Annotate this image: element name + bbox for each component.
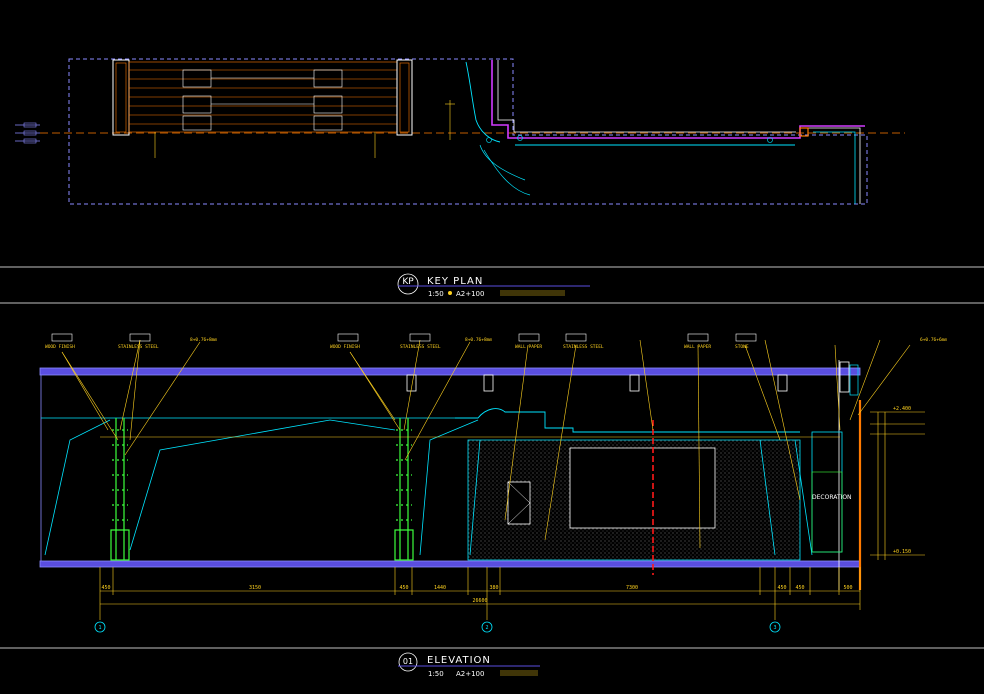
dim-9: 500 <box>843 585 852 591</box>
callout-steel-1: STAINLESS STEEL <box>118 344 159 350</box>
grid-axis-2: 2 <box>485 625 488 631</box>
elevation-scale: 1:50 <box>428 670 444 678</box>
plan-column-right <box>396 59 413 136</box>
plan-column-left <box>112 59 130 136</box>
ceiling-band <box>39 367 861 376</box>
elevation: DECORATION <box>0 333 984 678</box>
decoration-label: DECORATION <box>812 494 852 501</box>
glass-screen-left <box>44 419 479 556</box>
key-plan-scale: 1:50 <box>428 290 444 298</box>
dim-7: 450 <box>777 585 786 591</box>
level-mark-bottom: +0.150 <box>893 549 911 555</box>
callout-tags <box>51 333 757 342</box>
grid-axis-1: 1 <box>98 625 101 631</box>
dim-2: 3150 <box>249 585 261 591</box>
dim-total: 26600 <box>472 598 487 604</box>
dim-1: 450 <box>101 585 110 591</box>
dimension-chain <box>99 567 861 620</box>
elevation-title: ELEVATION <box>427 655 491 666</box>
steel-post-right <box>394 418 414 561</box>
dim-4: 1440 <box>434 585 446 591</box>
annotation-leaders <box>61 339 911 549</box>
callout-wallpaper-1: WALL PAPER <box>515 344 542 350</box>
key-plan-boundary <box>68 58 868 205</box>
grid-axis-bubbles <box>94 621 781 633</box>
elevation-sheet: A2+100 <box>456 670 484 678</box>
dim-6: 7300 <box>626 585 638 591</box>
plan-room-outline <box>465 60 865 204</box>
callout-glass-2: 8+0.76+8mm <box>465 337 492 343</box>
dim-3: 450 <box>399 585 408 591</box>
callout-stone: STONE <box>735 344 749 350</box>
callout-wood-2: WOOD FINISH <box>330 344 360 350</box>
key-plan-code: KP <box>402 277 414 287</box>
key-plan: KP KEY PLAN 1:50 A2+100 <box>0 58 984 304</box>
callout-wallpaper-2: WALL PAPER <box>684 344 711 350</box>
key-plan-sheet: A2+100 <box>456 290 484 298</box>
plan-grille <box>128 61 398 133</box>
bulkhead-outline <box>455 408 800 433</box>
wall-panel <box>569 447 716 529</box>
callout-wood-1: WOOD FINISH <box>45 344 75 350</box>
floor-band <box>39 560 861 568</box>
elevation-bubble <box>398 652 418 672</box>
callout-steel-3: STAINLESS STEEL <box>563 344 604 350</box>
grid-axis-3: 3 <box>773 625 776 631</box>
dim-5: 380 <box>489 585 498 591</box>
ceiling-fixtures <box>406 361 850 393</box>
steel-post-left <box>110 418 130 561</box>
key-plan-title: KEY PLAN <box>427 276 483 287</box>
right-level-marks <box>870 411 925 560</box>
decoration-cabinet <box>811 431 843 553</box>
key-plan-bubble <box>397 273 419 295</box>
dim-8: 450 <box>795 585 804 591</box>
level-mark-top: +2.400 <box>893 406 911 412</box>
callout-glass-3: 6+0.76+6mm <box>920 337 947 343</box>
callout-glass-1: 8+0.76+8mm <box>190 337 217 343</box>
elevation-code: 01 <box>403 657 413 666</box>
plan-level-tags <box>15 122 40 144</box>
callout-steel-2: STAINLESS STEEL <box>400 344 441 350</box>
